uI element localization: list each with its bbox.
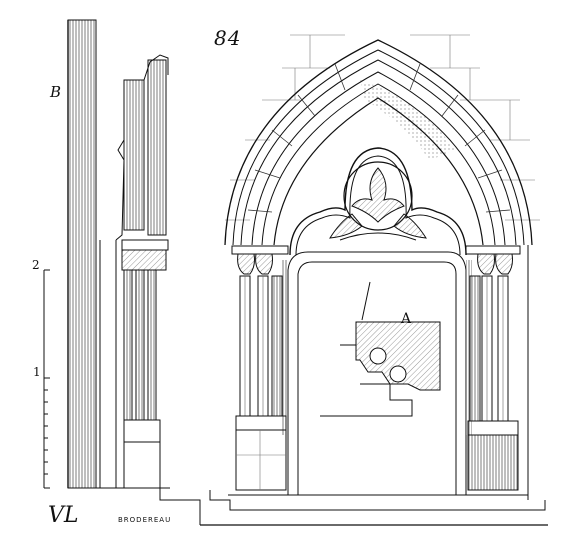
section-b [67,19,201,525]
scale-mark-2: 2 [32,258,40,272]
portal-elevation [200,34,548,526]
left-colonnettes [231,245,289,491]
scale-mark-1: 1 [33,365,41,379]
figure-number: 84 [214,26,242,50]
artist-monogram: VL [48,503,79,528]
section-label-b: B [50,83,62,101]
foliage-rosette [329,161,427,241]
scale-bar [43,269,50,489]
detail-a-profile [320,281,441,417]
engraver-signature: BRODEREAU [118,516,172,524]
right-colonnettes [465,245,521,491]
detail-label-a: A [401,311,412,327]
